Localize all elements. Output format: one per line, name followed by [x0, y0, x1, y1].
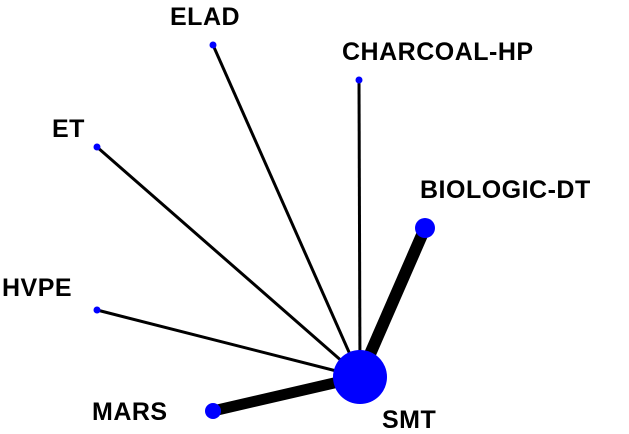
- edge-smt-biologic-dt: [354, 225, 431, 380]
- edge-smt-elad: [211, 44, 362, 378]
- node-mars: [205, 403, 221, 419]
- edge-smt-et: [96, 145, 361, 379]
- node-hvpe: [93, 306, 101, 314]
- label-mars: MARS: [92, 398, 168, 426]
- edge-smt-charcoal-hp: [357, 79, 362, 378]
- edge-smt-hvpe: [96, 308, 361, 379]
- node-biologic-dt: [415, 218, 435, 238]
- label-charcoal-hp: CHARCOAL-HP: [342, 38, 534, 66]
- node-smt: [333, 350, 387, 404]
- node-charcoal-hp: [355, 76, 363, 84]
- label-biologic-dt: BIOLOGIC-DT: [420, 176, 591, 204]
- label-elad: ELAD: [170, 3, 240, 31]
- node-et: [93, 143, 101, 151]
- label-hvpe: HVPE: [2, 274, 72, 302]
- label-smt: SMT: [382, 406, 436, 434]
- node-elad: [209, 41, 217, 49]
- label-et: ET: [52, 115, 85, 143]
